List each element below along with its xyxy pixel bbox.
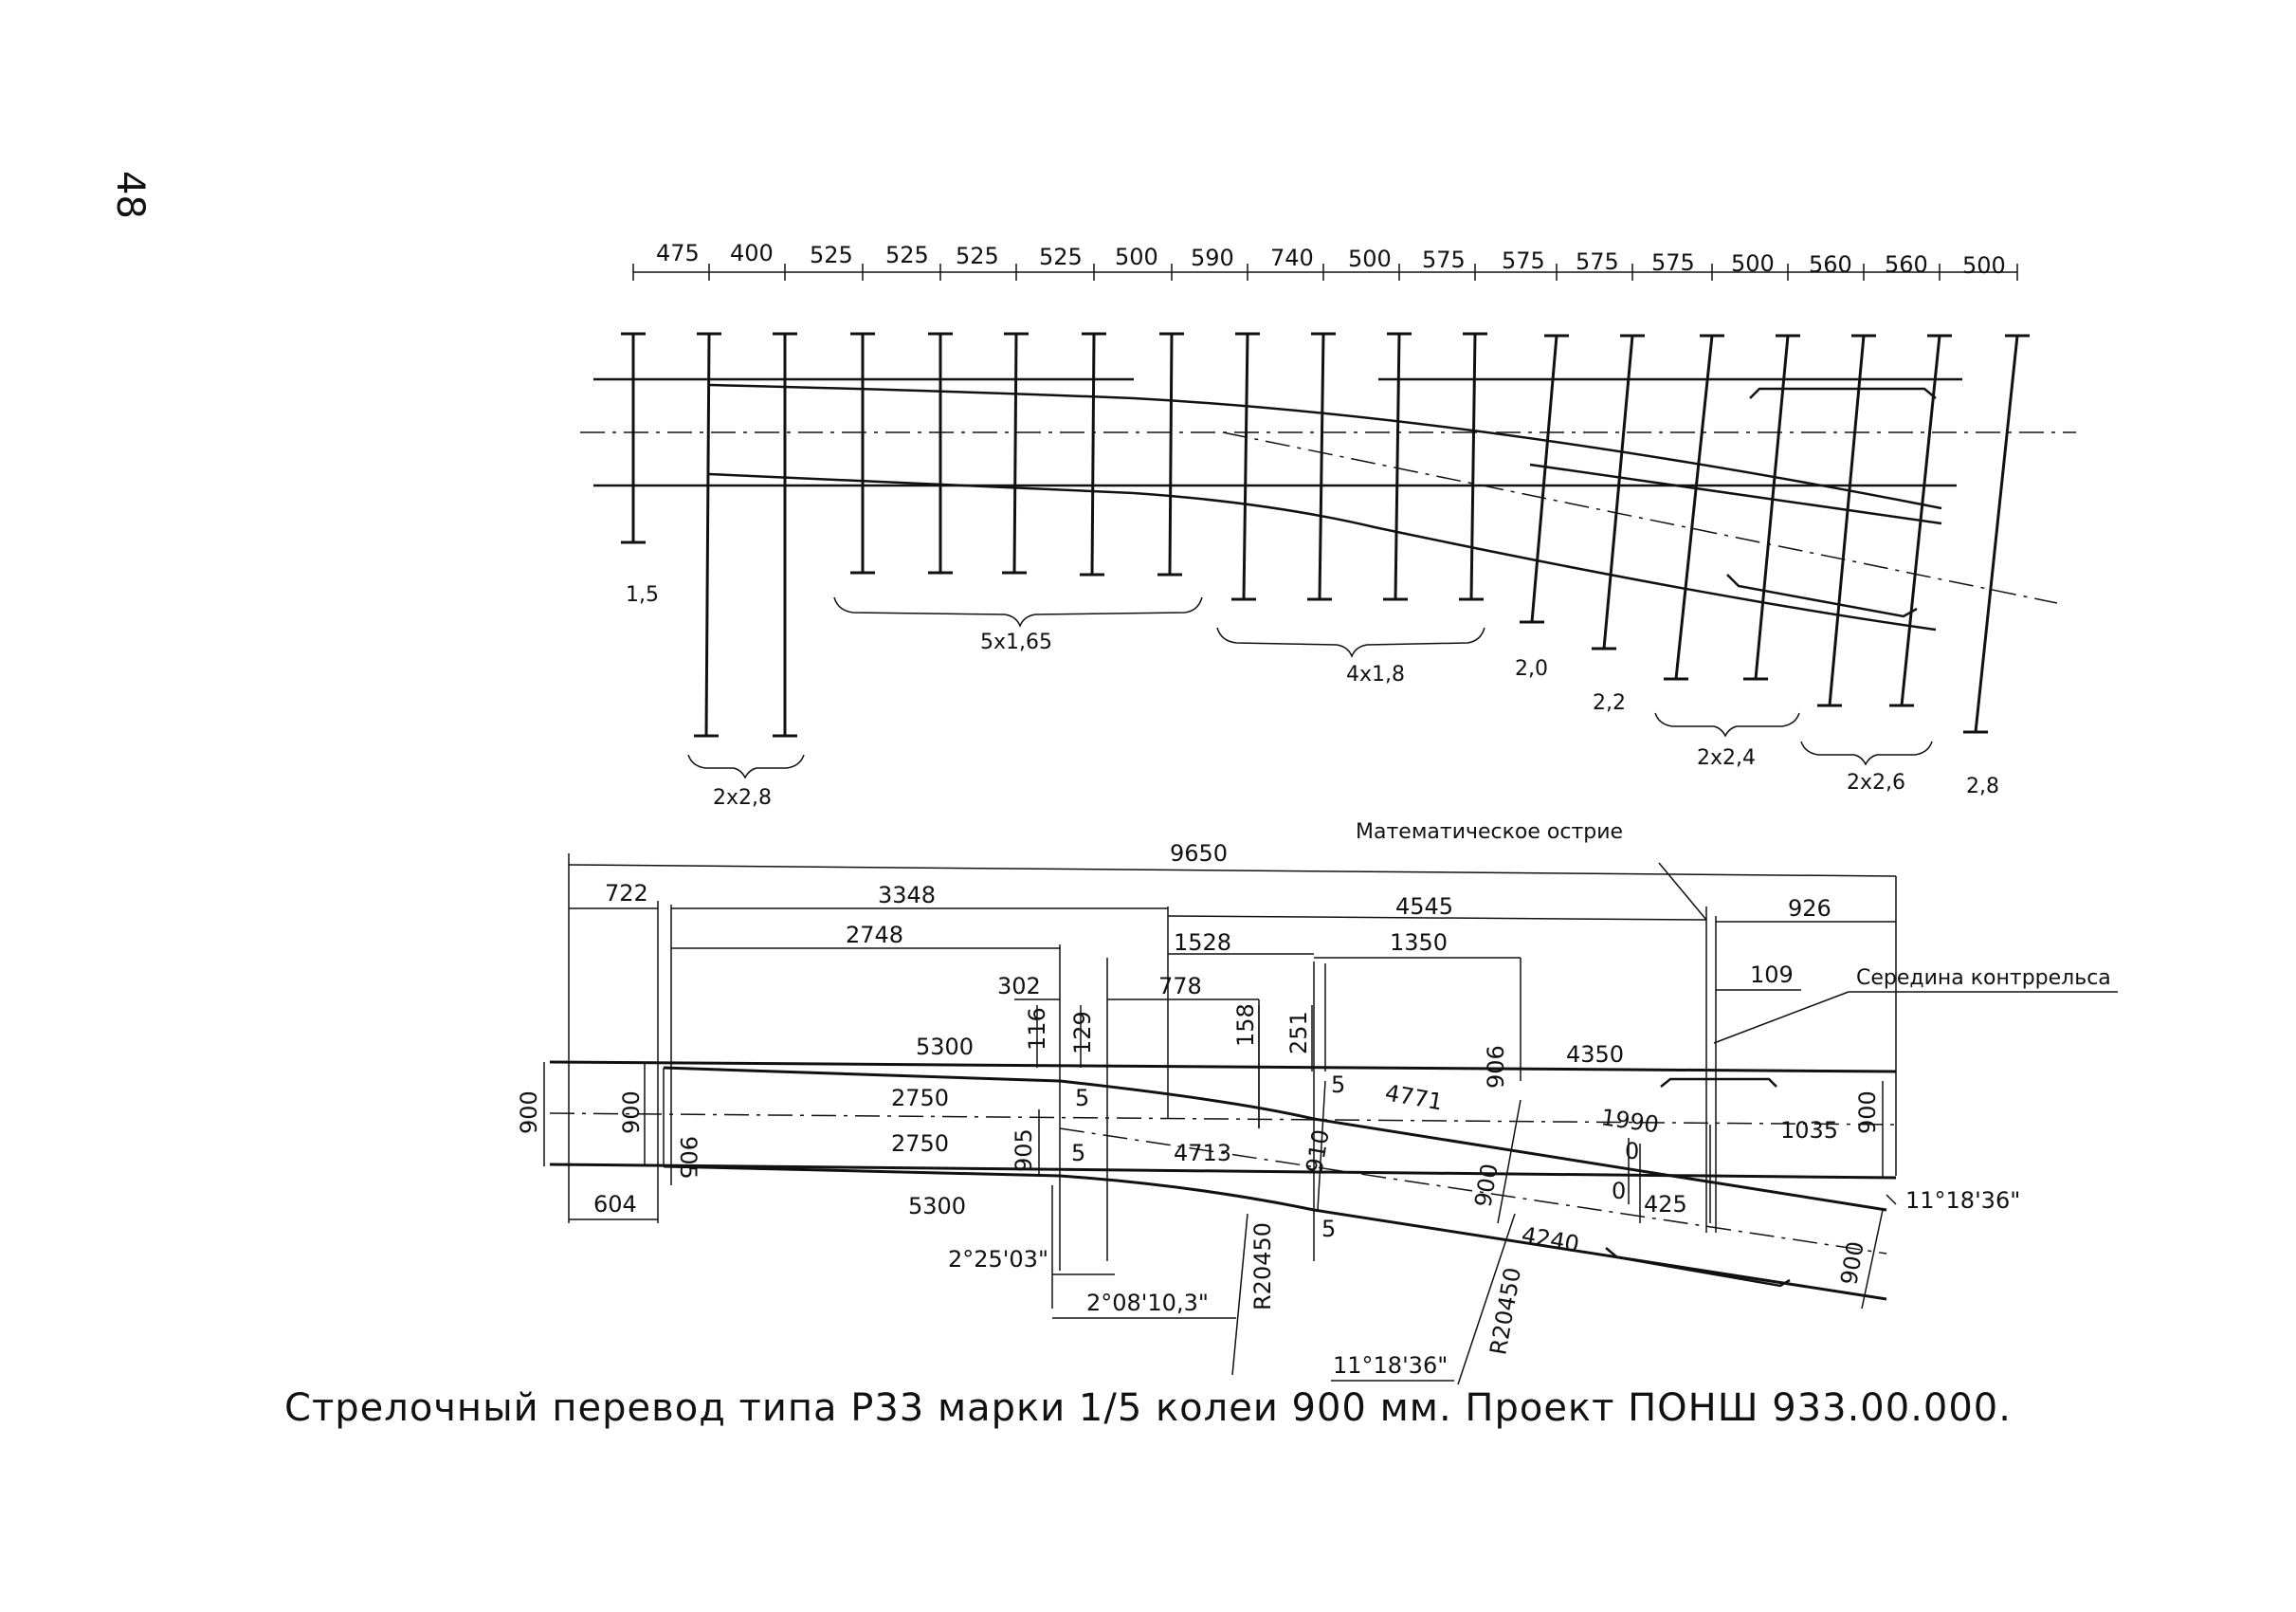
dim-251: 251 [1285,1011,1312,1054]
sleeper-spacing-7: 500 [1115,244,1158,270]
label-math-point: Математическое острие [1356,820,1623,844]
sleeper-spacing-10: 500 [1348,246,1392,272]
sleeper-group-2x2-8: 2x2,8 [713,786,772,810]
dim-1990: 1990 [1599,1104,1660,1138]
radius-right: R20450 [1485,1266,1526,1357]
sleeper-spacing-17: 560 [1885,251,1928,278]
rails [593,377,1962,632]
sleeper-spacing-12: 575 [1502,247,1545,274]
dim-4713: 4713 [1174,1140,1231,1166]
dim-3348: 3348 [878,882,936,908]
dim-900-b: 900 [618,1090,645,1134]
dim-1528: 1528 [1174,929,1231,956]
sleeper-spacing-14: 575 [1651,249,1695,276]
dim-425: 425 [1644,1191,1687,1218]
top-plan: 475 400 525 525 525 525 500 590 740 500 … [580,240,2076,810]
dim-5-b: 5 [1331,1072,1345,1098]
sleeper-spacing-9: 740 [1270,245,1314,271]
dim-5-c: 5 [1071,1140,1085,1166]
dim-116: 116 [1024,1007,1050,1051]
dim-1035: 1035 [1780,1117,1838,1144]
dim-900-a: 900 [516,1090,542,1134]
dim-0-b: 0 [1612,1178,1626,1204]
sleeper-spacing-3: 525 [810,242,853,268]
dim-129: 129 [1069,1011,1096,1054]
dim-604: 604 [593,1191,637,1218]
dim-900-d: 900 [1854,1090,1881,1134]
dim-4240: 4240 [1520,1221,1581,1257]
dim-9650: 9650 [1170,840,1228,867]
sleeper-spacing-15: 500 [1731,250,1775,277]
angle-2-25-03: 2°25'03" [948,1246,1048,1273]
dim-722: 722 [605,880,648,907]
dim-2750-top: 2750 [891,1085,949,1111]
dim-4350: 4350 [1566,1041,1624,1068]
sleeper-group-2-2: 2,2 [1593,691,1626,715]
dim-906: 906 [1483,1045,1509,1089]
sleeper-group-1-5: 1,5 [626,583,659,607]
sleeper-spacing-8: 590 [1191,245,1234,271]
sleeper-group-2-0: 2,0 [1515,657,1548,681]
dim-910: 910 [1301,1127,1335,1175]
dim-926: 926 [1788,895,1831,922]
sleeper-spacing-4: 525 [885,242,929,268]
dim-5-d: 5 [1321,1216,1336,1242]
dim-905-a: 905 [675,1136,702,1180]
sleeper-spacing-18: 500 [1962,252,2006,279]
angle-11-18-36-right: 11°18'36" [1905,1187,2020,1214]
dim-2750-bottom: 2750 [891,1130,949,1157]
sleeper-group-2-8: 2,8 [1966,775,1999,798]
sleeper-spacing-13: 575 [1576,248,1619,275]
dim-5-a: 5 [1075,1085,1089,1111]
dim-900-c: 900 [1469,1162,1503,1209]
angle-2-08-10: 2°08'10,3" [1086,1290,1209,1316]
sleeper-spacing-6: 525 [1039,244,1083,270]
sleeper-group-5x1-65: 5x1,65 [980,631,1052,654]
bottom-scheme: 9650 722 3348 4545 926 2748 1528 1350 30… [516,820,2118,1385]
dim-158: 158 [1232,1003,1259,1047]
dim-778: 778 [1158,973,1202,999]
sleeper-spacing-16: 560 [1809,251,1852,278]
track-lines [549,1060,1897,1301]
sleeper-group-2x2-6: 2x2,6 [1847,771,1905,795]
dim-5300-top: 5300 [916,1034,974,1060]
dim-0-a: 0 [1625,1138,1639,1164]
dim-2748: 2748 [846,922,903,948]
dim-302: 302 [997,973,1041,999]
label-guard-rail-middle: Середина контррельса [1856,966,2111,990]
dim-4771: 4771 [1383,1079,1445,1115]
sleeper-spacing-5: 525 [956,243,999,269]
sleeper-group-4x1-8: 4x1,8 [1346,663,1405,687]
dim-1350: 1350 [1390,929,1448,956]
sleepers [621,332,2030,738]
dim-4545: 4545 [1395,893,1453,920]
sleeper-spacing-11: 575 [1422,247,1466,273]
dim-905-b: 905 [1011,1128,1037,1172]
sleeper-spacing-1: 475 [656,240,700,266]
figure-caption: Стрелочный перевод типа Р33 марки 1/5 ко… [284,1386,2012,1430]
sleeper-group-2x2-4: 2x2,4 [1697,746,1756,770]
dim-109: 109 [1750,962,1794,988]
radius-left: R20450 [1249,1222,1276,1310]
dim-5300-bottom: 5300 [908,1193,966,1219]
sleeper-spacing-2: 400 [730,240,774,266]
angle-11-18-36-bottom: 11°18'36" [1333,1352,1448,1379]
